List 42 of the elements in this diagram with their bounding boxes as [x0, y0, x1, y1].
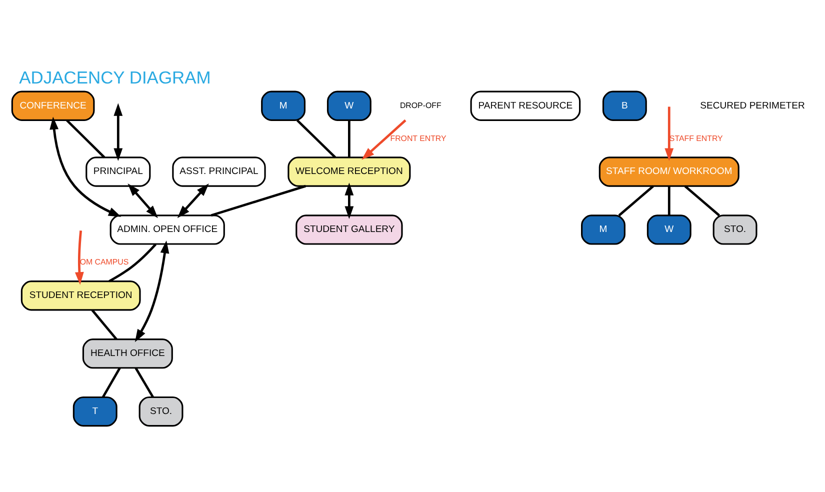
arrow — [362, 119, 406, 160]
arrow — [134, 240, 170, 342]
label: SECURED PERIMETER — [700, 100, 805, 112]
connector — [210, 184, 306, 216]
node-box: STAFF ROOM/ WORKROOM — [598, 156, 740, 187]
node-box: CONFERENCE — [11, 90, 95, 121]
node-text: DROP-OFF — [400, 100, 442, 110]
connector — [348, 120, 350, 158]
connector — [618, 185, 654, 216]
node-box: ASST. PRINCIPAL — [172, 156, 266, 187]
connector — [684, 185, 720, 216]
node-box: STUDENT GALLERY — [296, 214, 403, 245]
node-box: T — [72, 396, 118, 427]
arrow — [114, 103, 123, 161]
node-box: W — [326, 90, 372, 121]
node-box: PARENT RESOURCE — [470, 90, 581, 121]
node-box: B — [602, 90, 647, 121]
node-box: HEALTH OFFICE — [82, 338, 173, 369]
connector — [91, 309, 118, 340]
node-box: STO. — [138, 396, 184, 427]
connector — [108, 244, 157, 282]
connector — [66, 119, 106, 158]
arrow — [74, 230, 84, 285]
node-box: M — [581, 214, 626, 245]
arrow — [664, 106, 674, 161]
node-box: STUDENT RECEPTION — [20, 280, 141, 311]
connector — [668, 186, 670, 216]
node-box: W — [646, 214, 692, 245]
node-box: WELCOME RECEPTION — [288, 156, 411, 187]
connector — [296, 119, 336, 158]
arrow — [50, 116, 122, 217]
arrow — [344, 182, 354, 220]
connector — [134, 367, 154, 398]
node-box: ADMIN. OPEN OFFICE — [110, 214, 225, 245]
node-box: STO. — [712, 214, 758, 245]
node-box: PRINCIPAL — [86, 156, 151, 187]
connector — [102, 367, 121, 398]
node-box: M — [261, 90, 306, 121]
diagram-title: ADJACENCY DIAGRAM — [19, 67, 211, 88]
arrow — [128, 184, 158, 218]
arrow — [177, 184, 209, 218]
edge-label: FRONT ENTRY — [390, 134, 446, 143]
